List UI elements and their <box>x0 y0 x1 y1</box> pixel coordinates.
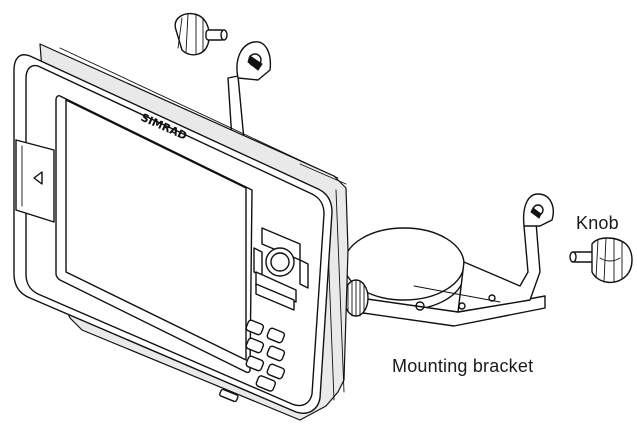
knob-right <box>569 237 633 283</box>
card-slot-door <box>15 139 55 223</box>
knob-label: Knob <box>576 213 619 233</box>
display-unit: SIMRAD <box>13 43 349 421</box>
side-knob <box>343 279 369 317</box>
knob-top <box>174 12 228 56</box>
mounting-bracket-label: Mounting bracket <box>392 356 534 376</box>
screen <box>65 99 247 361</box>
